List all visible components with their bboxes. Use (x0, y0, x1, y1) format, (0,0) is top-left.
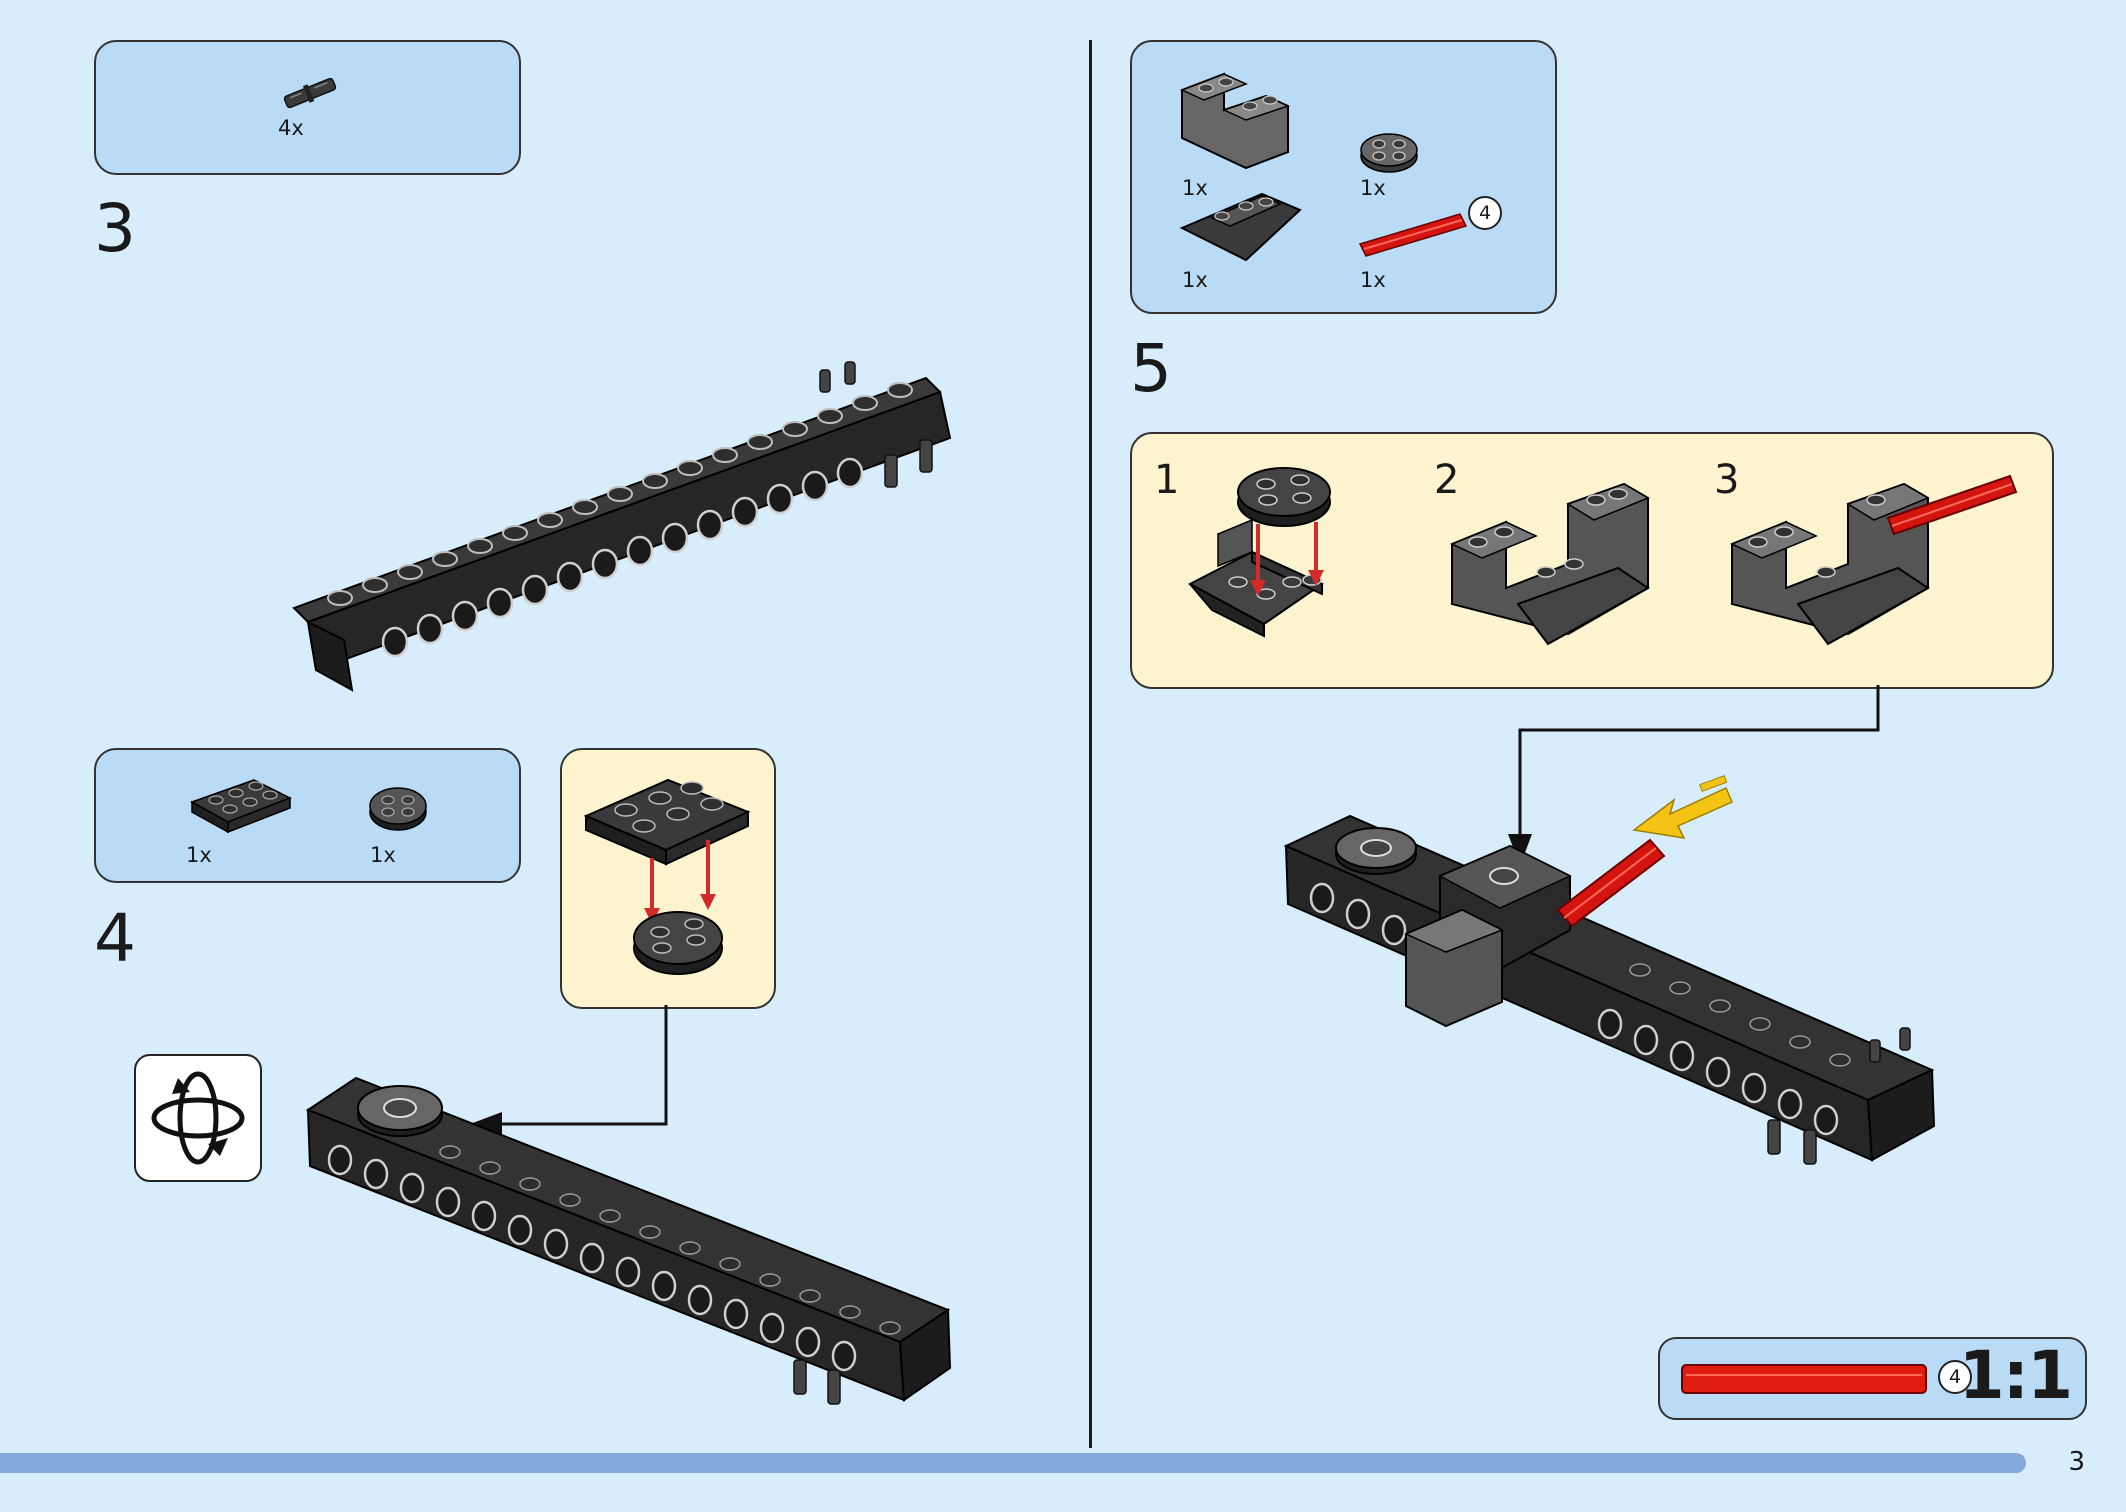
plate-2x3-icon (190, 779, 292, 834)
step5-part4-qty: 1x (1360, 268, 1386, 292)
step4-assembled-beam (305, 1076, 952, 1405)
page-divider (1089, 40, 1092, 1448)
plate-onto-round-plate-diagram (583, 778, 751, 975)
step5-assembled-model (1283, 775, 1936, 1165)
scale-label: 1:1 (1958, 1337, 2073, 1414)
red-axle-icon (1358, 213, 1468, 257)
round-plate-2x2-icon (369, 787, 427, 831)
step5-part3-qty: 1x (1182, 268, 1208, 292)
red-axle-actual-size-icon (1681, 1364, 1927, 1394)
step4-parts-box: 1x 1x (94, 748, 521, 883)
sub-step-1-number: 1 (1154, 457, 1180, 503)
step3-technic-beam (292, 361, 952, 692)
grey-bracket-brick-icon (1180, 72, 1291, 170)
sub-step-1-diagram (1187, 467, 1331, 638)
step5-number: 5 (1130, 330, 1172, 407)
sub-step-2-number: 2 (1434, 457, 1460, 503)
rotate-model-icon (134, 1054, 262, 1182)
step5-parts-box: 1x 1x 1x 4 1x (1130, 40, 1557, 314)
round-plate-2x2-icon (1360, 133, 1418, 173)
step4-sub-assembly-box (560, 748, 776, 1009)
sub-step-2-diagram (1450, 482, 1650, 646)
sub-step-3-number: 3 (1714, 457, 1740, 503)
inverted-slope-icon (1179, 192, 1302, 262)
step4-number: 4 (94, 900, 136, 977)
axle-scale-reference: 4 1:1 (1658, 1337, 2087, 1420)
step5-part2-qty: 1x (1360, 176, 1386, 200)
friction-pin-icon (283, 77, 337, 109)
step5-part1-qty: 1x (1182, 176, 1208, 200)
step5-sub-assembly-box: 1 2 3 (1130, 432, 2054, 689)
page-number: 3 (2068, 1447, 2085, 1477)
step3-part-qty: 4x (278, 116, 304, 140)
step4-part1-qty: 1x (186, 843, 212, 867)
step3-number: 3 (94, 190, 136, 267)
scale-axle-length-callout: 4 (1938, 1360, 1972, 1394)
page-progress-bar (0, 1453, 2026, 1473)
sub-step-3-diagram (1730, 474, 2018, 646)
step5-axle-length-callout: 4 (1468, 196, 1502, 230)
step4-part2-qty: 1x (370, 843, 396, 867)
step3-parts-box: 4x (94, 40, 521, 175)
